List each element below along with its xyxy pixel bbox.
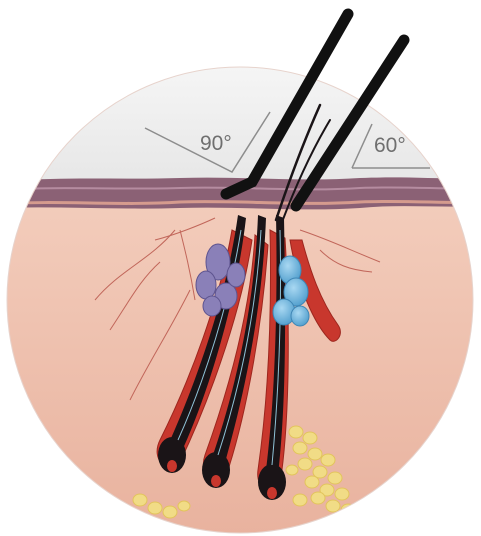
angle-label-60: 60° [374, 134, 406, 157]
air-region [0, 60, 481, 190]
skin-cross-section [0, 60, 481, 536]
angle-label-90: 90° [200, 132, 232, 155]
